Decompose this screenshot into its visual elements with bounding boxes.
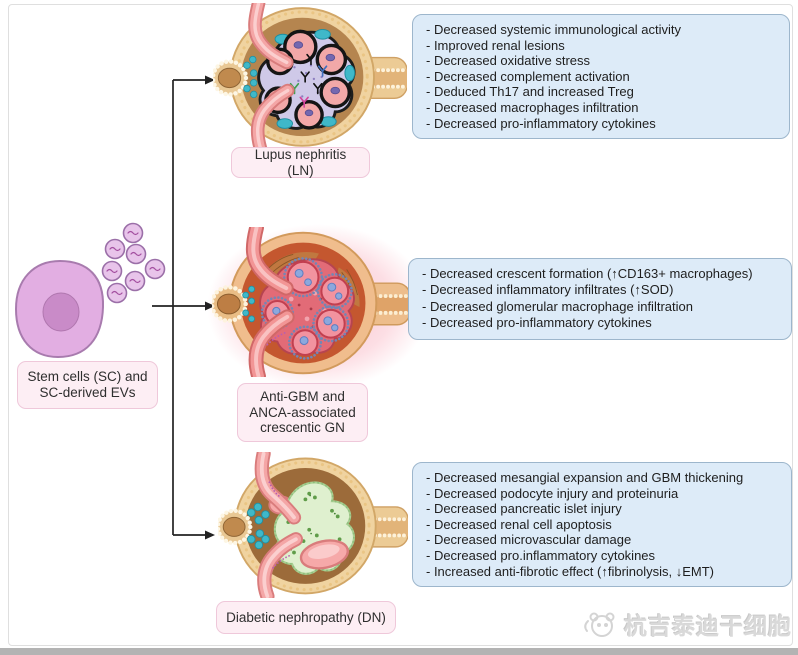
effect-item: - Decreased systemic immunological activ… bbox=[426, 22, 682, 37]
watermark-text: 杭吉泰迪干细胞 bbox=[624, 613, 792, 639]
arrowhead-top bbox=[205, 75, 215, 85]
label-diabetic-nephropathy: Diabetic nephropathy (DN) bbox=[216, 601, 396, 634]
afferent-arteriole bbox=[245, 227, 294, 296]
pole-crescents bbox=[242, 285, 255, 323]
afferent-arteriole bbox=[254, 452, 302, 525]
ev-cluster bbox=[101, 222, 166, 304]
vascular-pole bbox=[213, 59, 249, 97]
label-crescentic-gn: Anti-GBM and ANCA-associated crescentic … bbox=[237, 383, 368, 442]
label-lupus-nephritis: Lupus nephritis (LN) bbox=[231, 147, 370, 178]
afferent-arteriole bbox=[248, 3, 294, 70]
efferent-arteriole bbox=[257, 532, 304, 598]
vascular-pole bbox=[212, 284, 248, 324]
effects-box-diabetic-nephropathy: - Decreased mesangial expansion and GBM … bbox=[412, 462, 792, 588]
effect-item: - Decreased glomerular macrophage infilt… bbox=[422, 298, 693, 314]
pole-crescents bbox=[243, 55, 258, 99]
effect-item: - Decreased pro-inflammatory cytokines bbox=[422, 315, 652, 331]
efferent-arteriole bbox=[250, 83, 295, 149]
cell-nuclei bbox=[272, 268, 343, 346]
effects-box-crescentic-gn: - Decreased crescent formation (↑CD163+ … bbox=[408, 258, 792, 340]
stem-cell-nucleus bbox=[42, 292, 80, 332]
effect-item: - Improved renal lesions bbox=[426, 37, 565, 53]
effect-item: - Decreased renal cell apoptosis bbox=[426, 516, 612, 532]
glomerulus-crescentic-gn bbox=[212, 227, 410, 377]
effect-item: - Decreased crescent formation (↑CD163+ … bbox=[422, 266, 753, 281]
watermark: 杭吉泰迪干细胞 bbox=[580, 603, 792, 645]
effect-item: - Decreased pro-inflammatory cytokines bbox=[426, 115, 656, 131]
arrowhead-bottom bbox=[205, 530, 215, 540]
arrowhead-middle bbox=[205, 301, 215, 311]
effect-item: - Decreased oxidative stress bbox=[426, 53, 591, 69]
effect-item: - Decreased podocyte injury and proteinu… bbox=[426, 485, 679, 501]
label-stem-cells: Stem cells (SC) and SC-derived EVs bbox=[17, 361, 158, 409]
effect-item: - Deduced Th17 and increased Treg bbox=[426, 84, 634, 100]
watermark-logo bbox=[584, 612, 615, 637]
effect-item: - Decreased mesangial expansion and GBM … bbox=[426, 470, 744, 485]
effect-item: - Decreased pro.inflammatory cytokines bbox=[426, 547, 656, 563]
capillary-loop bbox=[299, 539, 349, 570]
effect-item: - Decreased pancreatic islet injury bbox=[426, 501, 622, 517]
glomerulus-diabetic-nephropathy bbox=[218, 452, 408, 598]
pole-crescents bbox=[247, 502, 270, 550]
efferent-arteriole bbox=[248, 309, 295, 377]
effect-item: - Decreased macrophages infiltration bbox=[426, 99, 639, 115]
effect-item: - Decreased microvascular damage bbox=[426, 532, 632, 548]
stem-cell bbox=[14, 259, 105, 359]
glomerulus-lupus-nephritis bbox=[213, 3, 407, 149]
bottom-bar bbox=[0, 648, 798, 655]
effect-item: - Decreased complement activation bbox=[426, 68, 630, 84]
vascular-pole bbox=[218, 508, 253, 546]
antibody-icon bbox=[289, 53, 328, 108]
effect-item: - Decreased inflammatory infiltrates (↑S… bbox=[422, 282, 674, 298]
effects-box-lupus-nephritis: - Decreased systemic immunological activ… bbox=[412, 14, 790, 140]
effect-item: - Increased anti-fibrotic effect (↑fibri… bbox=[426, 563, 715, 579]
